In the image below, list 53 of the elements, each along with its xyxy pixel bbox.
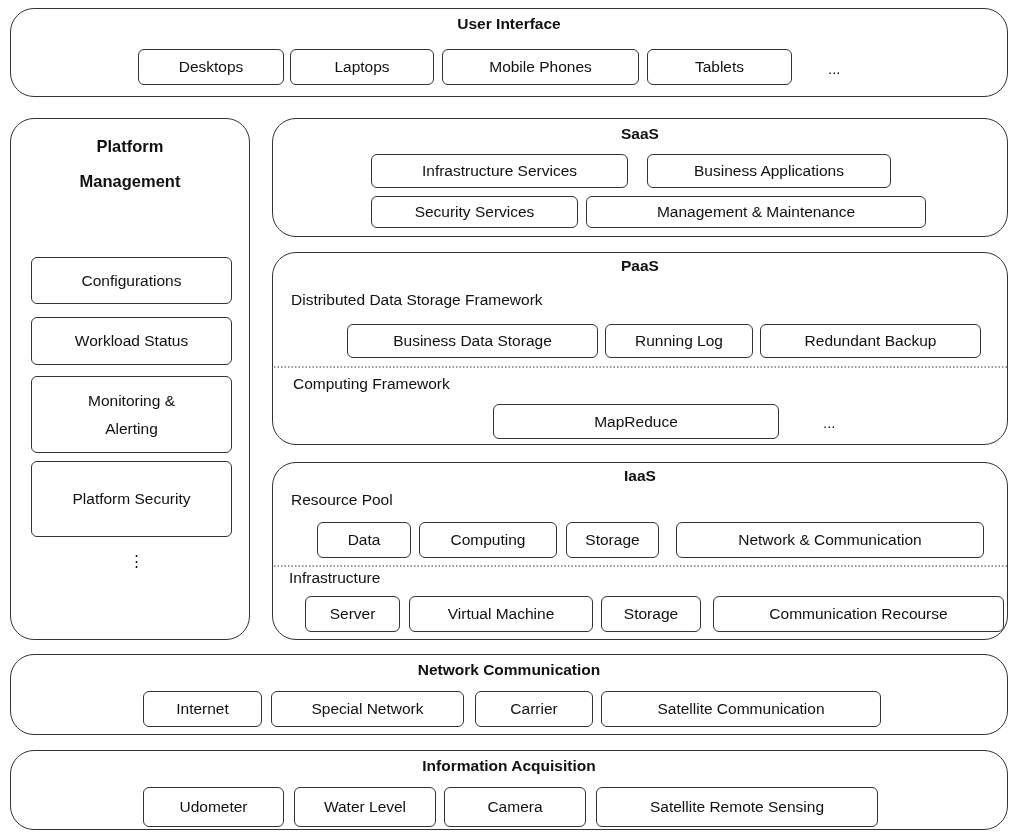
component-box: Carrier [475,691,593,727]
layer-title: Information Acquisition [421,757,597,775]
component-box: Storage [566,522,659,558]
component-box: Tablets [647,49,792,85]
component-box: Water Level [294,787,436,827]
component-box: Mobile Phones [442,49,639,85]
component-box: Satellite Communication [601,691,881,727]
component-box: Computing [419,522,557,558]
component-box: Laptops [290,49,434,85]
component-box: Communication Recourse [713,596,1004,632]
layer-title: IaaS [623,467,657,485]
layer-title: User Interface [456,15,562,33]
component-box: MapReduce [493,404,779,439]
layer-panel [272,118,1008,237]
component-box: Configurations [31,257,232,304]
component-box: Management & Maintenance [586,196,926,228]
ellipsis-label: ⋮ [129,552,144,570]
layer-panel [10,8,1008,97]
layer-title: Network Communication [416,661,602,679]
section-heading: Resource Pool [291,491,393,509]
section-heading: Infrastructure [289,569,381,587]
component-box: Infrastructure Services [371,154,628,188]
component-box: Network & Communication [676,522,984,558]
component-box: Redundant Backup [760,324,981,358]
component-box: Security Services [371,196,578,228]
component-box: Satellite Remote Sensing [596,787,878,827]
component-box: Monitoring & Alerting [31,376,232,453]
layer-title: Platform Management [78,136,182,192]
layer-title: PaaS [620,257,660,275]
component-box: Workload Status [31,317,232,365]
layer-panel [272,462,1008,640]
component-box: Virtual Machine [409,596,593,632]
section-heading: Computing Framework [293,375,450,393]
component-box: Udometer [143,787,284,827]
component-box: Internet [143,691,262,727]
component-box: Data [317,522,411,558]
component-box: Business Applications [647,154,891,188]
section-heading: Distributed Data Storage Framework [291,291,543,309]
component-box: Server [305,596,400,632]
layer-panel [10,750,1008,830]
ellipsis-label: ... [823,414,836,431]
component-box: Special Network [271,691,464,727]
component-box: Running Log [605,324,753,358]
component-box: Desktops [138,49,284,85]
component-box: Storage [601,596,701,632]
layer-panel [10,654,1008,735]
ellipsis-label: ... [828,60,841,77]
component-box: Platform Security [31,461,232,537]
component-box: Business Data Storage [347,324,598,358]
layer-panel [272,252,1008,445]
component-box: Camera [444,787,586,827]
layer-title: SaaS [620,125,660,143]
layer-panel [10,118,250,640]
